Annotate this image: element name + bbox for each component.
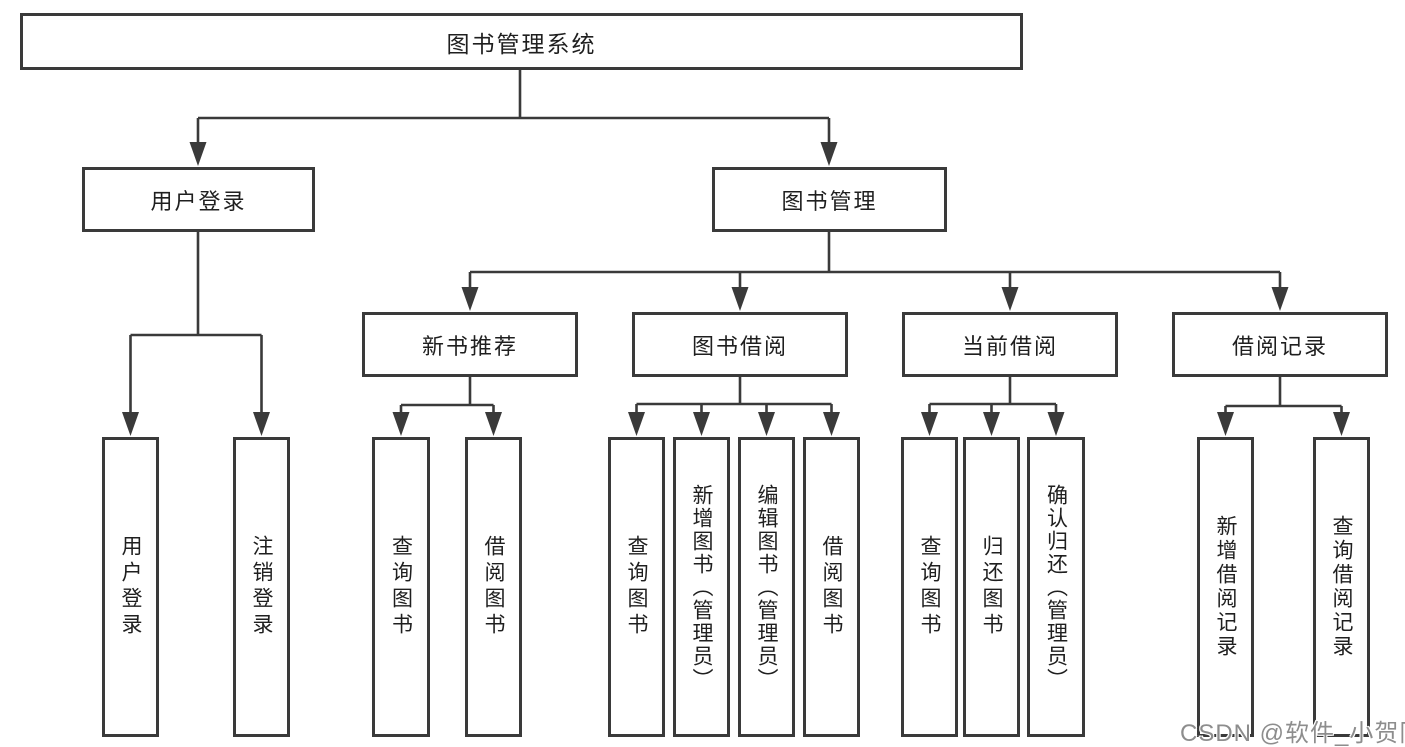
connector-borrowrecord-children <box>1224 377 1343 414</box>
node-new-book-recommend: 新书推荐 <box>362 312 578 377</box>
node-user-login: 用户登录 <box>82 167 315 232</box>
arrowhead <box>122 412 139 436</box>
leaf-record-query-borrow-record: 查询借阅记录 <box>1313 437 1370 737</box>
arrowhead <box>758 412 775 436</box>
node-library-management-system: 图书管理系统 <box>20 13 1023 70</box>
connector-bookborrow-children <box>635 377 833 414</box>
connector-root-to-level2 <box>196 70 831 144</box>
arrowhead <box>823 412 840 436</box>
connector-currentborrow-children <box>928 377 1058 414</box>
arrowhead <box>1333 412 1350 436</box>
leaf-borrow-borrow-books: 借阅图书 <box>803 437 860 737</box>
arrowhead <box>189 142 207 166</box>
connector-userlogin-children <box>129 232 263 414</box>
leaf-user-login: 用户登录 <box>102 437 159 737</box>
arrowhead <box>461 287 479 311</box>
leaf-newbook-borrow-books: 借阅图书 <box>465 437 522 737</box>
node-book-borrow: 图书借阅 <box>632 312 848 377</box>
leaf-current-return-books: 归还图书 <box>963 437 1020 737</box>
arrowhead <box>731 287 749 311</box>
arrowhead <box>628 412 645 436</box>
csdn-watermark: CSDN @软件_小贺同学 <box>1180 720 1405 747</box>
leaf-logout: 注销登录 <box>233 437 290 737</box>
arrowhead <box>983 412 1000 436</box>
node-current-borrow: 当前借阅 <box>902 312 1118 377</box>
connector-newbook-children <box>399 377 495 414</box>
node-book-management: 图书管理 <box>712 167 947 232</box>
leaf-borrow-query-books: 查询图书 <box>608 437 665 737</box>
arrowhead <box>921 412 938 436</box>
leaf-current-confirm-return-admin: 确认归还（管理员） <box>1027 437 1085 737</box>
arrowhead <box>1001 287 1019 311</box>
node-borrow-record: 借阅记录 <box>1172 312 1388 377</box>
arrowhead <box>1047 412 1065 436</box>
arrowhead <box>485 412 502 436</box>
arrowhead <box>392 412 410 436</box>
leaf-record-add-borrow-record: 新增借阅记录 <box>1197 437 1254 737</box>
leaf-newbook-query-books: 查询图书 <box>372 437 430 737</box>
arrowhead <box>1271 287 1289 311</box>
arrowhead <box>1217 412 1234 436</box>
leaf-current-query-books: 查询图书 <box>901 437 958 737</box>
arrowhead <box>820 142 838 166</box>
leaf-borrow-add-books-admin: 新增图书（管理员） <box>673 437 730 737</box>
arrowhead <box>693 412 710 436</box>
leaf-borrow-edit-books-admin: 编辑图书（管理员） <box>738 437 795 737</box>
arrowhead <box>253 412 270 436</box>
connector-bookmgmt-children <box>468 232 1282 289</box>
